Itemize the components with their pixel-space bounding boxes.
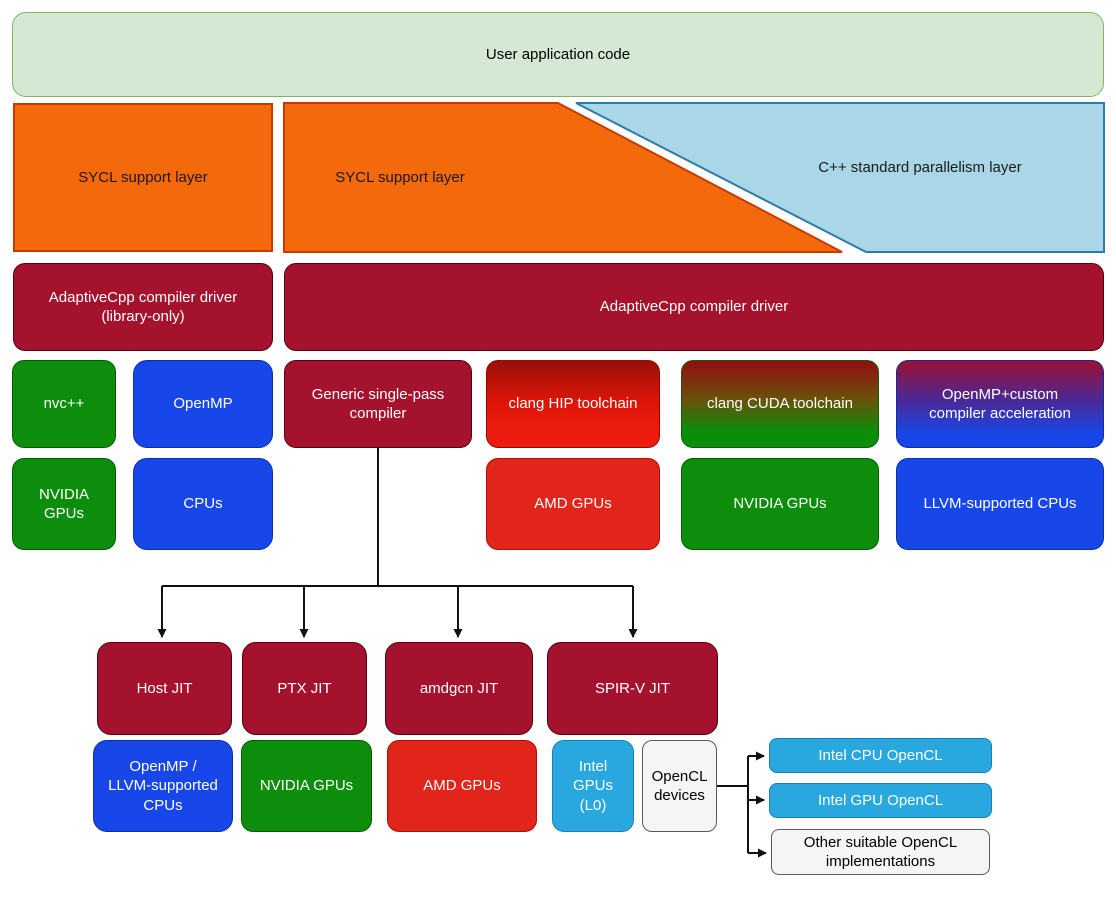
box-opencl-devices: OpenCL devices xyxy=(642,740,717,832)
box-intel-gpus-l0: Intel GPUs (L0) xyxy=(552,740,634,832)
box-openmp-llvm-supported-cpus: OpenMP / LLVM-supported CPUs xyxy=(93,740,233,832)
box-user-application-code: User application code xyxy=(12,12,1104,97)
label-sycl-support-layer-mid: SYCL support layer xyxy=(335,168,465,186)
box-amdgcn-jit: amdgcn JIT xyxy=(385,642,533,735)
box-openmp-custom-acceleration: OpenMP+custom compiler acceleration xyxy=(896,360,1104,448)
box-spirv-jit: SPIR-V JIT xyxy=(547,642,718,735)
box-llvm-supported-cpus: LLVM-supported CPUs xyxy=(896,458,1104,550)
box-nvcpp: nvc++ xyxy=(12,360,116,448)
box-nvidia-gpus-mid: NVIDIA GPUs xyxy=(681,458,879,550)
box-intel-gpu-opencl: Intel GPU OpenCL xyxy=(769,783,992,818)
box-nvidia-gpus-bottom: NVIDIA GPUs xyxy=(241,740,372,832)
box-nvidia-gpus-left: NVIDIA GPUs xyxy=(12,458,116,550)
box-host-jit: Host JIT xyxy=(97,642,232,735)
box-clang-cuda-toolchain: clang CUDA toolchain xyxy=(681,360,879,448)
label-cpp-standard-parallelism-layer: C++ standard parallelism layer xyxy=(818,158,1022,176)
box-other-opencl-implementations: Other suitable OpenCL implementations xyxy=(771,829,990,875)
box-adaptivecpp-driver-library-only: AdaptiveCpp compiler driver (library-onl… xyxy=(13,263,273,351)
box-sycl-support-layer-left: SYCL support layer xyxy=(13,103,273,252)
box-ptx-jit: PTX JIT xyxy=(242,642,367,735)
box-intel-cpu-opencl: Intel CPU OpenCL xyxy=(769,738,992,773)
box-amd-gpus-bottom: AMD GPUs xyxy=(387,740,537,832)
box-cpus: CPUs xyxy=(133,458,273,550)
box-clang-hip-toolchain: clang HIP toolchain xyxy=(486,360,660,448)
box-generic-single-pass-compiler: Generic single-pass compiler xyxy=(284,360,472,448)
box-amd-gpus: AMD GPUs xyxy=(486,458,660,550)
box-openmp: OpenMP xyxy=(133,360,273,448)
box-adaptivecpp-driver: AdaptiveCpp compiler driver xyxy=(284,263,1104,351)
